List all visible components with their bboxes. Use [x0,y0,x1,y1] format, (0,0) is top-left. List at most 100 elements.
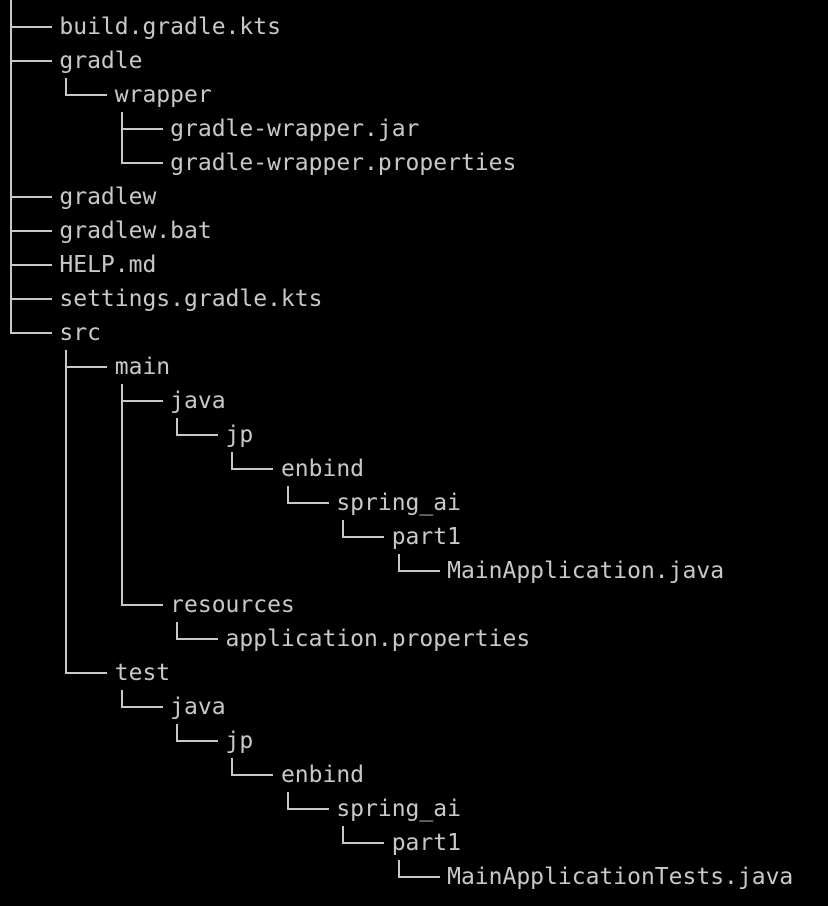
tree-guide-horizontal-line [9,298,52,300]
tree-entry-name: application.properties [225,626,531,652]
tree-entry-name: wrapper [114,82,212,108]
tree-guide-horizontal-line [120,162,163,164]
tree-entry-name: part1 [391,524,461,550]
tree-guide-vertical-line [65,486,68,520]
tree-guide-horizontal-line [9,264,52,266]
tree-entry-name: part1 [391,830,461,856]
tree-guide-elbow [397,554,400,572]
tree-guide-elbow [231,452,234,470]
tree-guide-vertical-line [120,554,123,588]
tree-entry: part1 [0,520,828,554]
tree-entry-name: java [170,694,226,720]
tree-entry-name: gradle-wrapper.properties [170,150,517,176]
tree-entry-name: HELP.md [59,252,157,278]
tree-entry-name: gradle [59,48,143,74]
tree-entry: spring_ai [0,792,828,826]
tree-guide-horizontal-line [397,876,440,878]
tree-guide-elbow [65,656,68,674]
tree-entry-name: enbind [280,456,365,482]
tree-entry: src [0,316,828,350]
tree-entry-name: enbind [280,762,365,788]
tree-guide-vertical-line [65,452,68,486]
tree-entry-name: spring_ai [336,490,461,516]
tree-guide-horizontal-line [9,230,52,232]
tree-guide-elbow [286,792,289,810]
tree-guide-elbow [65,78,68,96]
tree-guide-horizontal-line [286,808,329,810]
tree-entry: jp [0,418,828,452]
tree-entry-name: gradlew [59,184,157,210]
tree-entry-name: main [114,354,171,380]
tree-guide-elbow [397,860,400,878]
tree-guide-horizontal-line [9,60,52,62]
tree-guide-vertical-line [65,622,68,656]
tree-guide-elbow [9,316,12,334]
tree-entry: jp [0,724,828,758]
tree-entry: spring_ai [0,486,828,520]
tree-entry: test [0,656,828,690]
tree-entry: java [0,384,828,418]
tree-guide-elbow [286,486,289,504]
tree-entry: gradle-wrapper.jar [0,112,828,146]
tree-guide-elbow [342,826,345,844]
tree-guide-elbow [176,622,179,640]
tree-guide-horizontal-line [65,94,108,96]
tree-guide-horizontal-line [9,26,52,28]
tree-entry-name: MainApplicationTests.java [447,864,794,890]
tree-guide-vertical-line [120,452,123,486]
tree-guide-horizontal-line [120,604,163,606]
tree-guide-horizontal-line [342,536,385,538]
tree-guide-horizontal-line [65,366,108,368]
tree-guide-vertical-line [120,520,123,554]
tree-guide-horizontal-line [120,400,163,402]
tree-entry: gradle [0,44,828,78]
tree-guide-vertical-line [65,418,68,452]
tree-guide-vertical-line [9,146,12,180]
tree-guide-vertical-line [9,0,12,10]
tree-entry: resources [0,588,828,622]
tree-guide-horizontal-line [120,128,163,130]
tree-entry: main [0,350,828,384]
tree-entry: gradlew [0,180,828,214]
tree-entry-name: gradle-wrapper.jar [170,116,420,142]
tree-guide-vertical-line [65,384,68,418]
tree-guide-elbow [176,418,179,436]
tree-guide-horizontal-line [65,672,108,674]
tree-guide-elbow [342,520,345,538]
tree-guide-elbow [231,758,234,776]
tree-guide-vertical-line [65,520,68,554]
tree-entry-name: gradlew.bat [59,218,212,244]
tree-guide-horizontal-line [231,468,274,470]
tree-guide-horizontal-line [176,638,219,640]
tree-entry: MainApplication.java [0,554,828,588]
tree-entry-name: MainApplication.java [447,558,725,584]
tree-entry: enbind [0,452,828,486]
tree-entry: gradle-wrapper.properties [0,146,828,180]
tree-entry: HELP.md [0,248,828,282]
tree-guide-horizontal-line [231,774,274,776]
tree-guide-vertical-line [65,554,68,588]
tree-guide-vertical-line [65,588,68,622]
tree-guide-vertical-line [9,112,12,146]
tree-entry: enbind [0,758,828,792]
tree-guide-horizontal-line [120,706,163,708]
tree-guide-horizontal-line [342,842,385,844]
tree-entry-name: settings.gradle.kts [59,286,323,312]
tree-entry: settings.gradle.kts [0,282,828,316]
tree-entry: java [0,690,828,724]
tree-guide-horizontal-line [176,740,219,742]
tree-entry: build.gradle.kts [0,10,828,44]
tree-entry: part1 [0,826,828,860]
tree-entry: gradlew.bat [0,214,828,248]
tree-guide-vertical-line [120,418,123,452]
tree-guide-horizontal-line [9,332,52,334]
tree-entry-name: spring_ai [336,796,461,822]
tree-guide-vertical-line [9,78,12,112]
tree-guide-horizontal-line [286,502,329,504]
tree-entry-name: build.gradle.kts [59,14,281,40]
tree-guide-vertical-line [120,486,123,520]
tree-entry: MainApplicationTests.java [0,860,828,894]
tree-entry-name: src [59,320,101,346]
